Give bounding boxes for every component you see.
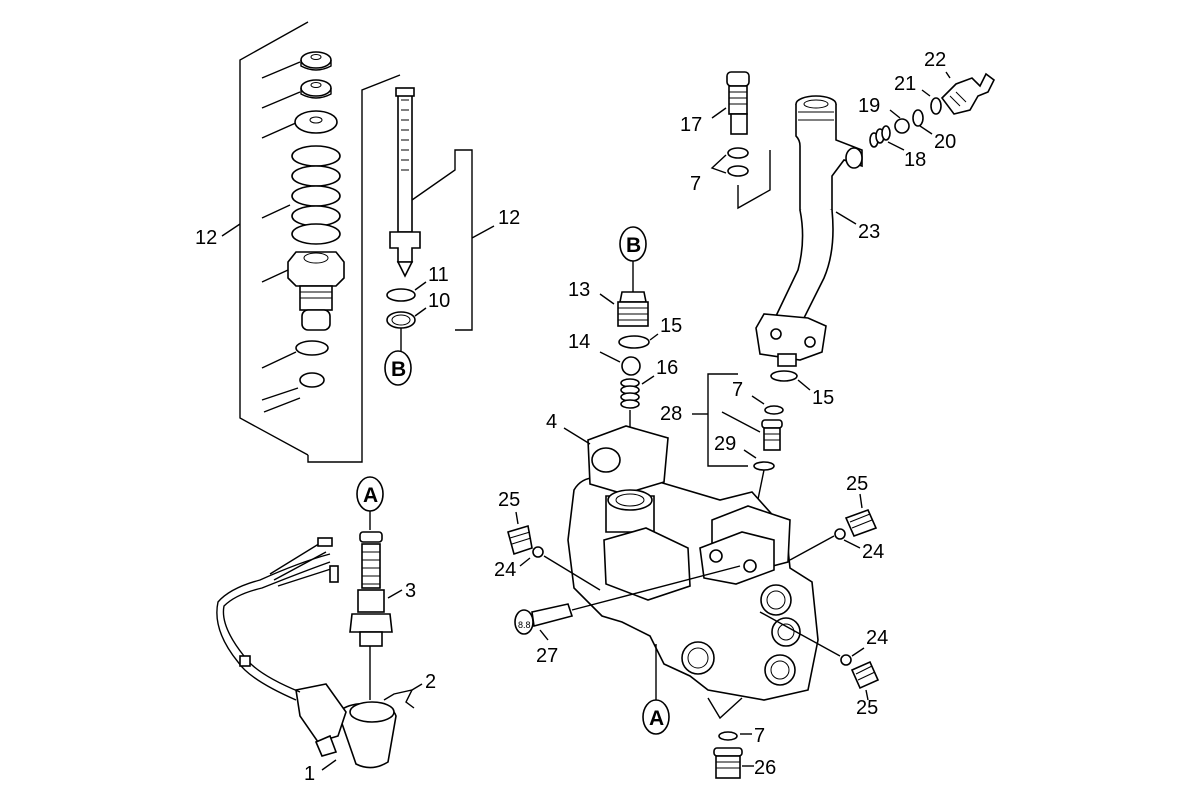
piston-part bbox=[287, 251, 345, 331]
callout-10: 10 bbox=[428, 290, 450, 312]
spring-16 bbox=[620, 378, 640, 409]
callout-24-right-bottom: 24 bbox=[866, 627, 888, 649]
bolt-27: 8.8 27 bbox=[514, 565, 741, 667]
plug-right-top: 25 24 bbox=[789, 473, 884, 563]
callout-1: 1 bbox=[304, 763, 315, 785]
callout-26: 26 bbox=[754, 757, 776, 779]
outlet-tube-assembly: 17 7 23 18 19 20 21 bbox=[680, 49, 996, 409]
pump-body-part-4: 4 bbox=[546, 411, 819, 701]
callout-12-left: 12 bbox=[195, 227, 217, 249]
callout-15-top: 15 bbox=[660, 315, 682, 337]
ref-a-bottom: A bbox=[649, 707, 664, 730]
plug-left: 25 24 bbox=[494, 489, 601, 591]
callout-25-left: 25 bbox=[498, 489, 520, 511]
ball-19 bbox=[894, 118, 910, 134]
spring-part bbox=[291, 145, 341, 245]
callout-18: 18 bbox=[904, 149, 926, 171]
callout-7-bottom: 7 bbox=[754, 725, 765, 747]
bottom-parts: A 7 26 bbox=[642, 644, 776, 779]
callout-4: 4 bbox=[546, 411, 557, 433]
callout-28: 28 bbox=[660, 403, 682, 425]
nut-part-2 bbox=[300, 79, 332, 99]
pressure-switch-assembly: A 3 2 1 bbox=[216, 476, 436, 785]
callout-13: 13 bbox=[568, 279, 590, 301]
callout-12-right: 12 bbox=[498, 207, 520, 229]
callout-27: 27 bbox=[536, 645, 558, 667]
callout-22: 22 bbox=[924, 49, 946, 71]
callout-7-top: 7 bbox=[690, 173, 701, 195]
callout-11: 11 bbox=[428, 264, 449, 286]
plug-right-bottom: 24 25 bbox=[759, 611, 888, 719]
callout-3: 3 bbox=[405, 580, 416, 602]
ref-b-top: B bbox=[626, 234, 641, 257]
callout-29: 29 bbox=[714, 433, 736, 455]
callout-14: 14 bbox=[568, 331, 590, 353]
callout-25-right-bottom: 25 bbox=[856, 697, 878, 719]
callout-19: 19 bbox=[858, 95, 880, 117]
ball-14 bbox=[621, 356, 641, 376]
ref-a-top: A bbox=[363, 484, 378, 507]
callout-17: 17 bbox=[680, 114, 702, 136]
callout-23: 23 bbox=[858, 221, 880, 243]
ref-a-bottom-marker bbox=[642, 699, 670, 735]
callout-24-right-top: 24 bbox=[862, 541, 884, 563]
ref-b-bottom-marker bbox=[384, 350, 412, 386]
valve-insert-28: 28 7 29 bbox=[660, 373, 784, 549]
spring-18 bbox=[869, 125, 891, 148]
callout-16: 16 bbox=[656, 357, 678, 379]
washer-part bbox=[294, 110, 338, 134]
ref-b-bottom: B bbox=[391, 358, 406, 381]
o-ring-part bbox=[295, 340, 329, 356]
seal-ring-part bbox=[299, 372, 325, 388]
check-valve-assembly: B 13 15 14 16 bbox=[568, 226, 682, 492]
callout-15-lower: 15 bbox=[812, 387, 834, 409]
callout-20: 20 bbox=[934, 131, 956, 153]
ring-10 bbox=[386, 311, 416, 329]
nut-part bbox=[300, 51, 332, 71]
valve-rod-assembly: 12 11 10 B bbox=[384, 87, 520, 386]
o-ring-11 bbox=[386, 288, 416, 302]
callout-7-mid: 7 bbox=[732, 379, 743, 401]
o-ring-15 bbox=[618, 335, 650, 349]
bolt-grade-mark: 8.8 bbox=[518, 620, 531, 630]
callout-2: 2 bbox=[425, 671, 436, 693]
valve-assembly-left: 12 bbox=[195, 21, 401, 463]
callout-24-left: 24 bbox=[494, 559, 516, 581]
callout-25-right-top: 25 bbox=[846, 473, 868, 495]
callout-21: 21 bbox=[894, 73, 916, 95]
